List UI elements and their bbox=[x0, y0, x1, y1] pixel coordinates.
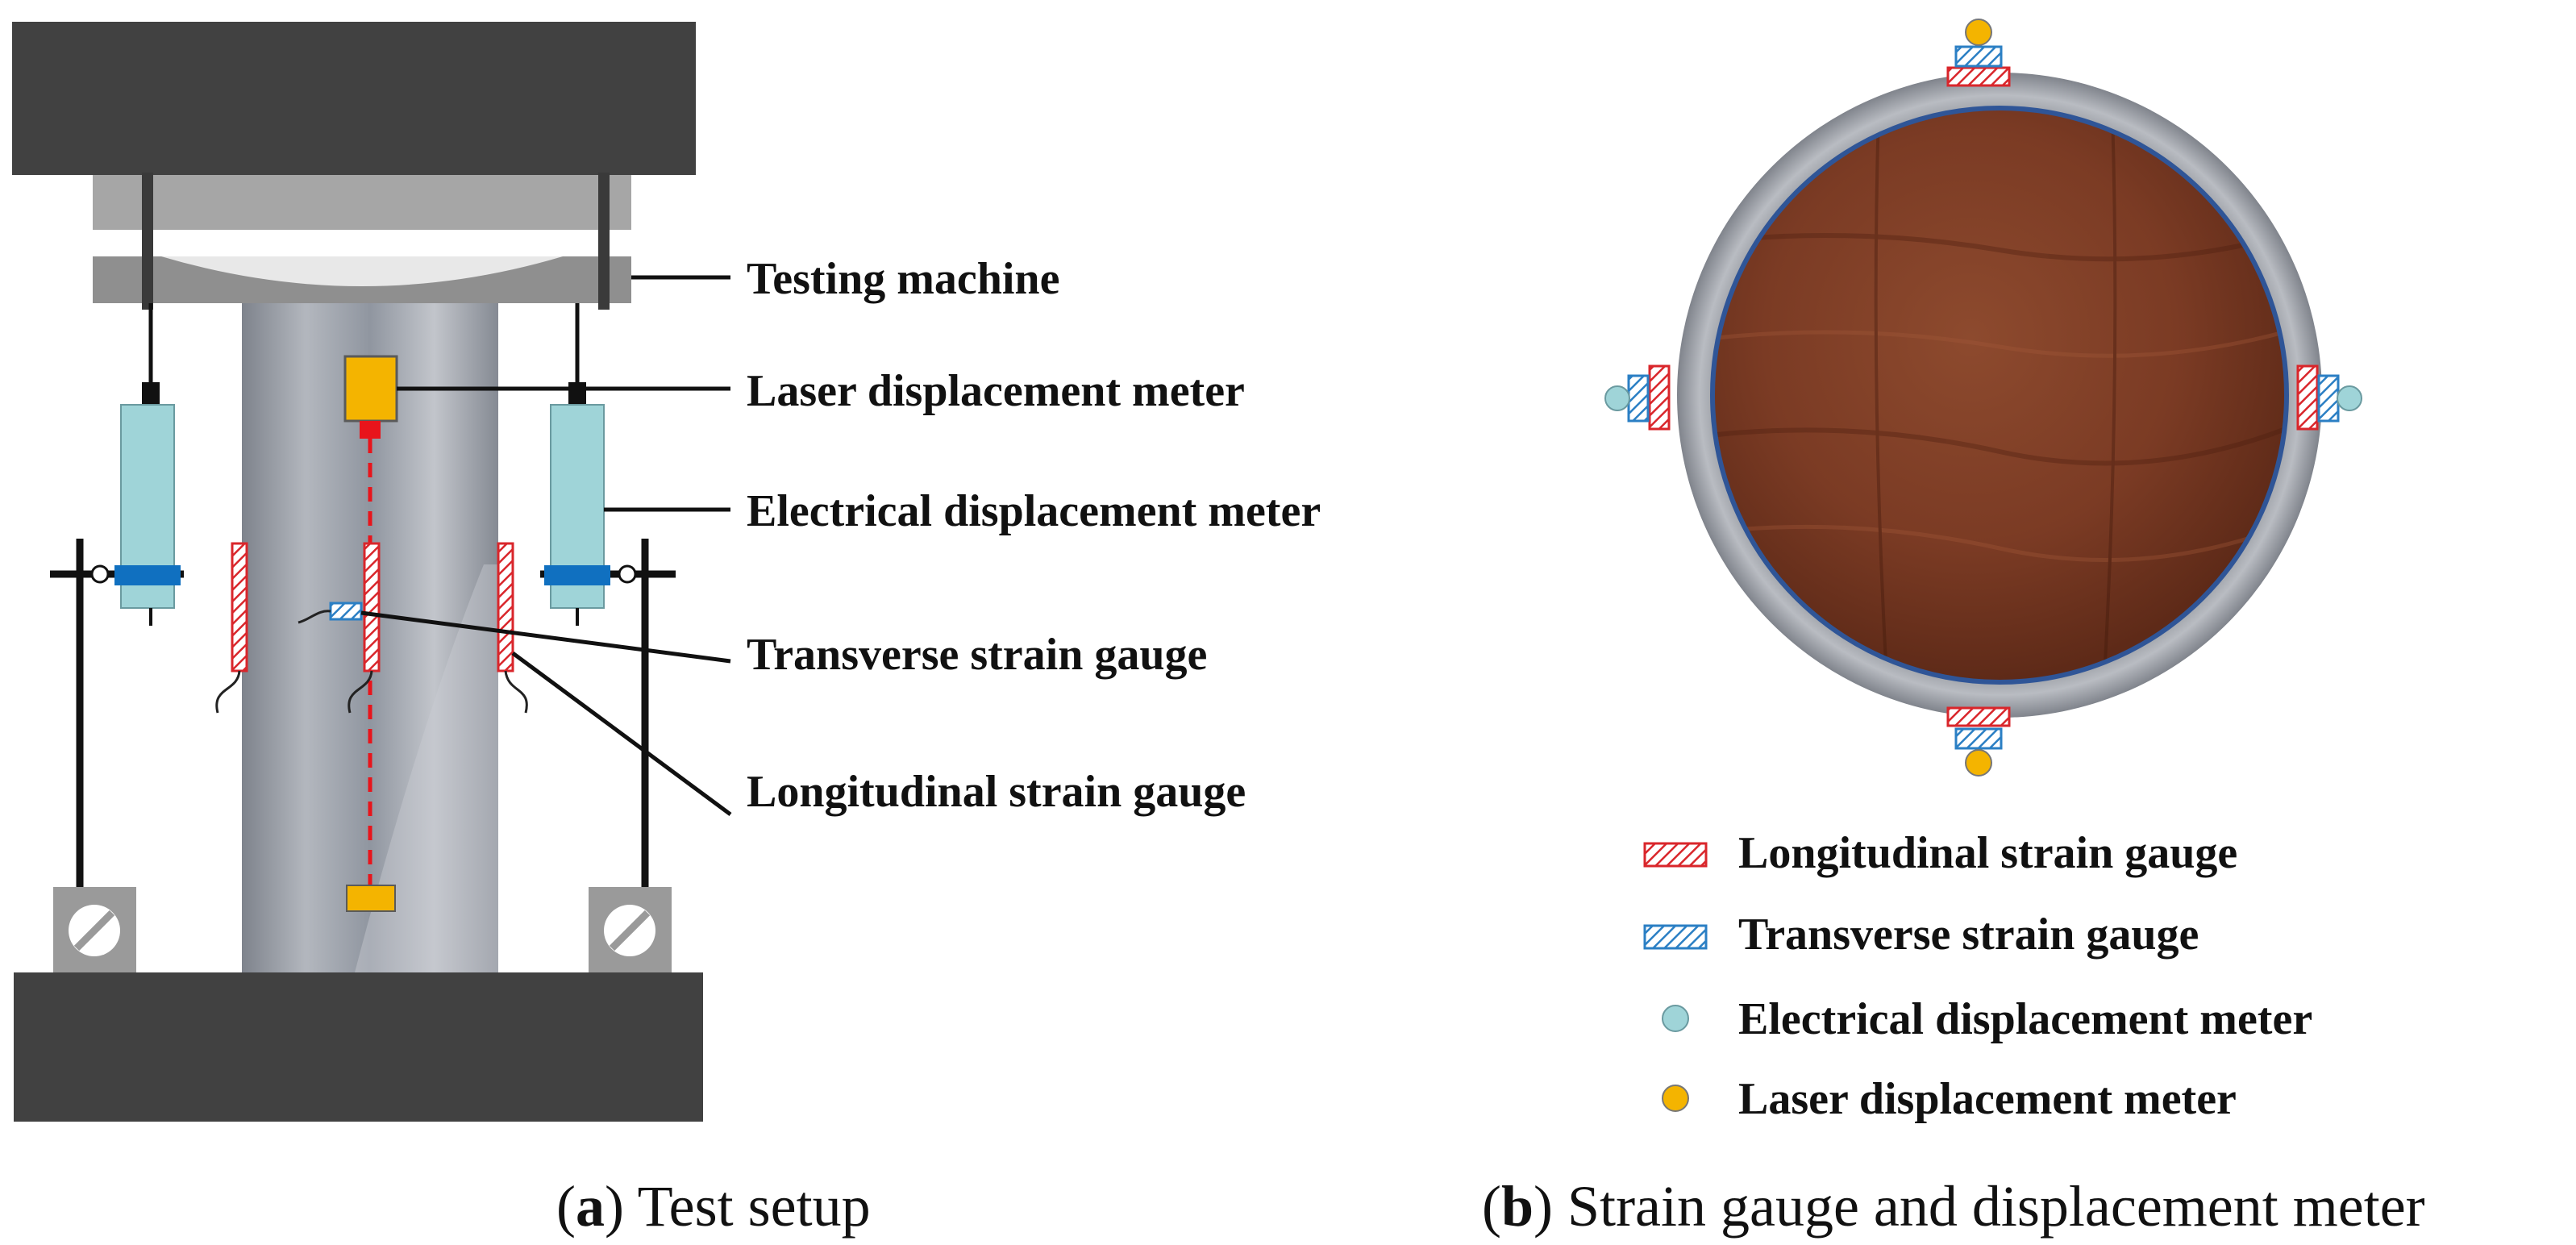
electrical-meter-left bbox=[90, 303, 181, 626]
longitudinal-gauge-left-b bbox=[1648, 364, 1671, 431]
legend-label-electrical: Electrical displacement meter bbox=[1738, 994, 2312, 1044]
legend: Longitudinal strain gauge Transverse str… bbox=[1643, 828, 2312, 1124]
longitudinal-gauge-left bbox=[231, 542, 248, 672]
spherical-seat-upper bbox=[93, 175, 631, 230]
transverse-gauge-top bbox=[1954, 45, 2003, 68]
laser-meter-top bbox=[1965, 19, 1992, 46]
magnetic-base-left bbox=[53, 887, 136, 972]
transverse-gauge-left-b bbox=[1627, 374, 1650, 423]
leader-longitudinal-gauge bbox=[511, 651, 732, 817]
transverse-gauge-right-b bbox=[2317, 374, 2340, 423]
leader-transverse-gauge bbox=[360, 610, 731, 664]
caption-b-letter: b bbox=[1501, 1174, 1534, 1239]
longitudinal-gauge-bottom bbox=[1946, 706, 2011, 727]
longitudinal-gauge-icon bbox=[1643, 842, 1708, 868]
legend-item-transverse: Transverse strain gauge bbox=[1643, 910, 2199, 960]
magnetic-base-right bbox=[589, 887, 672, 972]
legend-item-laser: Laser displacement meter bbox=[1662, 1074, 2237, 1124]
lead-wire-right bbox=[504, 670, 528, 714]
transverse-gauge bbox=[329, 602, 363, 621]
electrical-meter-right-b bbox=[2337, 385, 2362, 411]
seat-bolt-right bbox=[598, 173, 610, 310]
callout-testing-machine: Testing machine bbox=[747, 254, 1059, 304]
caption-a: (a) Test setup bbox=[556, 1174, 871, 1239]
transverse-gauge-bottom bbox=[1954, 727, 2003, 750]
legend-label-laser: Laser displacement meter bbox=[1738, 1074, 2237, 1124]
panel-b-cross-section: Longitudinal strain gauge Transverse str… bbox=[1482, 19, 2425, 1239]
specimen-sheen bbox=[355, 564, 498, 972]
legend-item-electrical: Electrical displacement meter bbox=[1662, 994, 2312, 1044]
caption-a-letter: a bbox=[576, 1174, 605, 1239]
transverse-gauge-icon bbox=[1643, 924, 1708, 950]
core-outline bbox=[1710, 106, 2289, 685]
wood-grain bbox=[1712, 112, 2287, 678]
legend-label-longitudinal: Longitudinal strain gauge bbox=[1738, 828, 2237, 878]
electrical-meter-left-b bbox=[1604, 385, 1630, 411]
callout-electrical-meter: Electrical displacement meter bbox=[747, 486, 1321, 536]
caption-a-text: Test setup bbox=[624, 1174, 871, 1239]
longitudinal-gauge-right-b bbox=[2296, 364, 2319, 431]
legend-item-longitudinal: Longitudinal strain gauge bbox=[1643, 828, 2237, 878]
longitudinal-gauge-top bbox=[1946, 66, 2011, 87]
seat-bolt-left bbox=[142, 173, 153, 310]
longitudinal-gauge-center bbox=[363, 542, 381, 672]
callout-longitudinal-gauge: Longitudinal strain gauge bbox=[747, 767, 1246, 817]
panel-a-test-setup: Testing machine Laser displacement meter… bbox=[12, 22, 1321, 1239]
wood-core bbox=[1712, 108, 2287, 682]
laser-meter-icon bbox=[1662, 1085, 1689, 1112]
lead-wire-transverse bbox=[298, 610, 331, 624]
bottom-platen bbox=[14, 972, 703, 1122]
electrical-meter-right bbox=[544, 303, 637, 626]
callout-transverse-gauge: Transverse strain gauge bbox=[747, 630, 1207, 680]
lead-wire-center bbox=[347, 670, 373, 714]
legend-label-transverse: Transverse strain gauge bbox=[1738, 910, 2199, 960]
top-platen bbox=[12, 22, 696, 175]
longitudinal-gauge-right bbox=[497, 542, 514, 672]
caption-b-text: Strain gauge and displacement meter bbox=[1553, 1174, 2425, 1239]
electrical-meter-icon bbox=[1662, 1005, 1689, 1032]
caption-b: (b) Strain gauge and displacement meter bbox=[1482, 1174, 2425, 1239]
spherical-seat-bowl bbox=[161, 256, 563, 286]
lead-wire-left bbox=[215, 670, 241, 714]
laser-target bbox=[346, 885, 396, 912]
callout-laser-meter: Laser displacement meter bbox=[747, 366, 1245, 416]
laser-meter-bottom bbox=[1965, 749, 1992, 777]
